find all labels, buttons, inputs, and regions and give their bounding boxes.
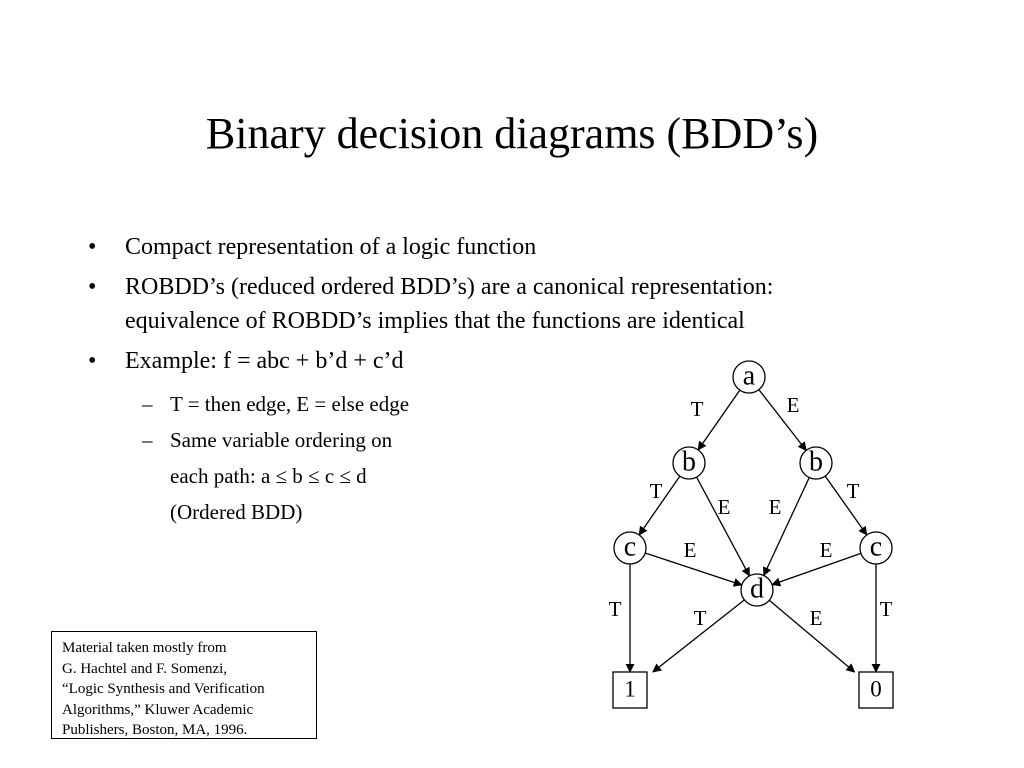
node-label-cr: c [870, 531, 882, 562]
sub-bullet-continuation: each path: a ≤ b ≤ c ≤ d [170, 464, 367, 488]
terminal-label-zero: 0 [870, 676, 882, 701]
edge-label-br-cr: T [847, 479, 860, 503]
bullet-item: • Example: f = abc + b’d + c’d [88, 344, 918, 378]
terminal-zero: 0 [858, 671, 894, 709]
bullet-text: ROBDD’s (reduced ordered BDD’s) are a ca… [125, 274, 774, 300]
edge-label-a-br: E [787, 393, 800, 417]
reference-box: Material taken mostly from G. Hachtel an… [51, 631, 317, 739]
dash-mark: – [142, 392, 153, 416]
edge-label-d-zero: E [810, 606, 823, 630]
node-label-d: d [750, 573, 764, 604]
bullet-text: Example: f = abc + b’d + c’d [125, 348, 404, 374]
edge-label-bl-cl: T [650, 479, 663, 503]
reference-line: Algorithms,” Kluwer Academic [62, 701, 254, 718]
node-label-a: a [743, 360, 756, 391]
node-d: d [740, 573, 774, 607]
sub-bullet-text: Same variable ordering on [170, 428, 393, 452]
bullet-mark: • [88, 274, 97, 300]
edge-bl-cl [638, 475, 681, 536]
sub-bullet-list: – T = then edge, E = else edge – Same va… [142, 386, 502, 530]
sub-bullet-continuation: (Ordered BDD) [170, 500, 303, 524]
node-a: a [732, 360, 766, 394]
edge-d-one [652, 599, 745, 673]
reference-line: G. Hachtel and F. Somenzi, [62, 660, 228, 677]
edge-label-cl-d: E [684, 538, 697, 562]
edge-label-a-bl: T [691, 397, 704, 421]
bullet-text: equivalence of ROBDD’s implies that the … [125, 308, 745, 334]
edge-label-cr-d: E [820, 538, 833, 562]
edge-label-cl-one: T [609, 597, 622, 621]
bullet-text: Compact representation of a logic functi… [125, 234, 537, 260]
reference-line: Material taken mostly from [62, 640, 227, 656]
sub-bullet-item: – T = then edge, E = else edge [142, 386, 502, 422]
edge-d-zero [768, 599, 856, 673]
slide-title: Binary decision diagrams (BDD’s) [205, 109, 819, 158]
reference-line: Publishers, Boston, MA, 1996. [62, 722, 248, 738]
bullet-list: • Compact representation of a logic func… [88, 230, 918, 378]
bullet-mark: • [88, 234, 97, 260]
sub-bullet-text: T = then edge, E = else edge [170, 392, 410, 416]
edge-label-cr-zero: T [880, 597, 893, 621]
bullet-mark: • [88, 348, 97, 374]
edge-br-cr [824, 475, 868, 536]
edge-label-d-one: T [694, 606, 707, 630]
edge-a-bl [697, 389, 741, 451]
node-cr: c [859, 531, 893, 565]
dash-mark: – [142, 428, 153, 452]
node-cl: c [613, 531, 647, 565]
node-br: b [799, 446, 833, 480]
node-label-br: b [809, 446, 823, 477]
edge-a-br [758, 389, 807, 452]
edge-label-br-d: E [769, 495, 782, 519]
edge-bl-d [695, 476, 751, 577]
bullet-item: • Compact representation of a logic func… [88, 230, 918, 264]
reference-line: “Logic Synthesis and Verification [62, 681, 265, 697]
node-label-bl: b [682, 446, 696, 477]
edge-cr-d [771, 552, 862, 587]
bullet-item: • ROBDD’s (reduced ordered BDD’s) are a … [88, 270, 918, 338]
edge-br-d [763, 477, 810, 577]
sub-bullet-item: – Same variable ordering on [142, 422, 502, 458]
terminal-one: 1 [612, 671, 648, 709]
node-label-cl: c [624, 531, 636, 562]
node-bl: b [672, 446, 706, 480]
terminal-label-one: 1 [624, 676, 636, 701]
edge-label-bl-d: E [718, 495, 731, 519]
edge-cl-d [644, 552, 743, 587]
